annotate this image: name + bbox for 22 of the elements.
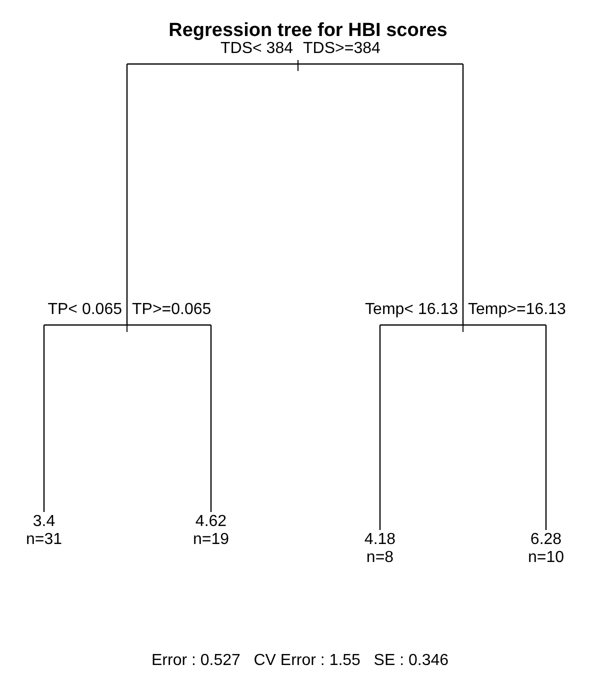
split-condition: TDS< 384: [220, 40, 293, 58]
split-condition: TP>=0.065: [132, 301, 212, 319]
leaf-value: n=19: [192, 531, 230, 549]
leaf-value: 3.4: [32, 513, 56, 531]
tree-branch: [379, 325, 381, 530]
leaf-value: n=10: [526, 549, 566, 567]
tree-branch: [210, 325, 212, 512]
split-condition: TDS>=384: [303, 40, 380, 58]
chart-title: Regression tree for HBI scores: [168, 22, 448, 40]
leaf-value: 6.28: [529, 531, 563, 549]
leaf-value: 4.18: [363, 531, 397, 549]
tree-branch: [462, 64, 464, 325]
leaf-value: n=8: [365, 549, 395, 567]
split-condition: Temp< 16.13: [365, 301, 458, 319]
tree-branch: [43, 325, 45, 512]
leaf-value: n=31: [24, 531, 64, 549]
leaf-value: 4.62: [194, 513, 228, 531]
split-condition: TP< 0.065: [48, 301, 122, 319]
tree-branch: [545, 325, 547, 530]
tree-branch: [126, 64, 128, 325]
error-summary: Error : 0.527 CV Error : 1.55 SE : 0.346: [150, 652, 450, 670]
split-condition: Temp>=16.13: [468, 301, 566, 319]
